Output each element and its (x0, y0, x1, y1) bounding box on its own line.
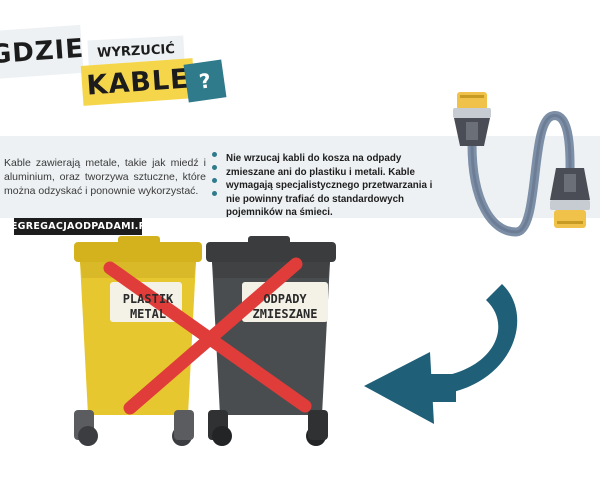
bullet-dot (212, 191, 217, 196)
site-tag[interactable]: SEGREGACJAODPADAMI.PL (4, 218, 152, 235)
bin-label-line: PLASTIK (122, 292, 174, 306)
bins-illustration (74, 236, 336, 446)
bin-label-line: METAL (129, 307, 167, 321)
info-band (0, 136, 600, 218)
bullet-dot (212, 178, 217, 183)
cable-icon (453, 92, 590, 237)
question-badge: ? (183, 59, 227, 103)
gray-bin (206, 236, 336, 446)
yellow-bin (74, 236, 202, 446)
bin-label-line: ODPADY (263, 292, 307, 306)
title-kable: KABLE (80, 58, 196, 106)
arrow-icon (364, 284, 518, 424)
bin-label-line: ZMIESZANE (252, 307, 318, 321)
title-gdzie: GDZIE (0, 24, 85, 80)
info-right-text: Nie wrzucaj kabli do kosza na odpady zmi… (226, 153, 433, 218)
bullet-dot (212, 165, 217, 170)
bin-label-plastik: PLASTIK METAL (116, 292, 180, 322)
cross-icon (103, 257, 312, 415)
bullet-dots (212, 152, 218, 204)
bullet-dot (212, 152, 217, 157)
info-left-text: Kable zawierają metale, takie jak miedź … (4, 157, 206, 197)
bin-label-zmieszane: ODPADY ZMIESZANE (244, 292, 326, 322)
